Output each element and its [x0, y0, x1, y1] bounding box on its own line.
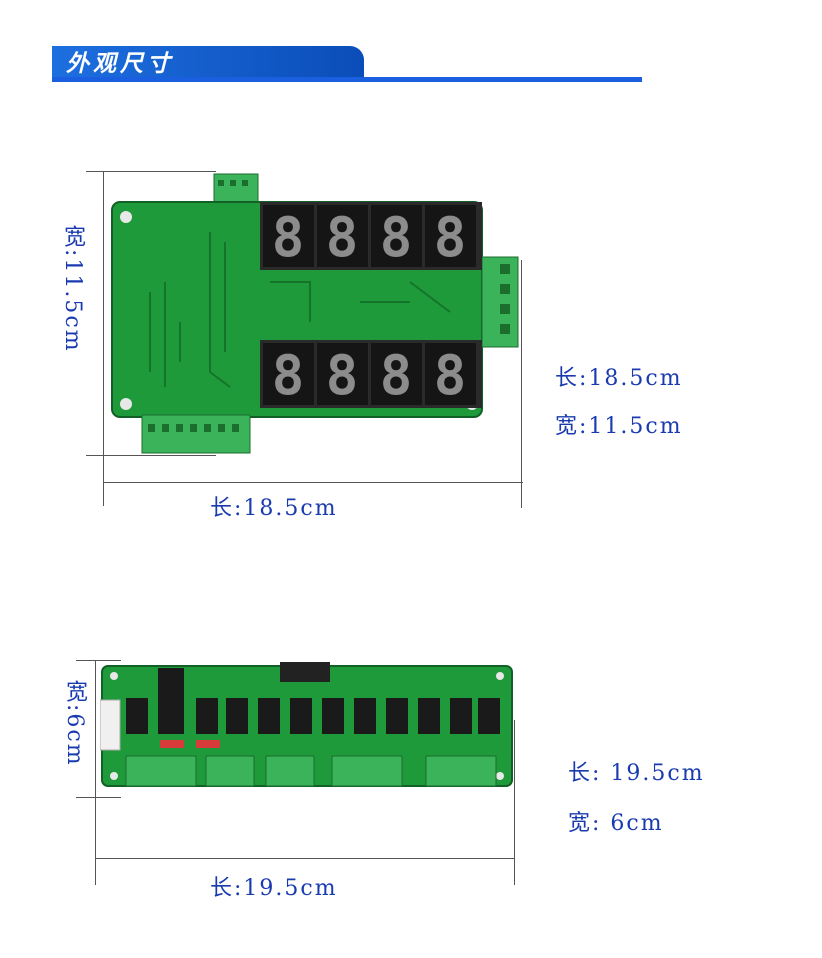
digit-bottom-3: 8 [380, 344, 413, 407]
board1-top-guide [86, 171, 216, 172]
board2-height-line [95, 660, 96, 885]
board2-length-line [95, 858, 515, 859]
digit-bottom-4: 8 [434, 344, 467, 407]
board2-side-length: 长: 19.5cm [568, 761, 705, 786]
board1-bottom-guide [86, 455, 216, 456]
board1-side-width: 宽:11.5cm [555, 414, 683, 439]
board2-top-guide [76, 660, 121, 661]
board2-side-width: 宽: 6cm [568, 811, 664, 836]
board1-right-guide [521, 260, 522, 508]
digit-top-3: 8 [380, 206, 413, 269]
header-tab [52, 46, 364, 82]
digit-bottom-2: 8 [326, 344, 359, 407]
digit-top-1: 8 [272, 206, 305, 269]
board1-side-length: 长:18.5cm [555, 366, 683, 391]
board2-bottom-guide [76, 797, 121, 798]
board1-height-line [103, 171, 104, 506]
digit-bottom-1: 8 [272, 344, 305, 407]
header-underline [52, 77, 642, 82]
board2-length-label: 长:19.5cm [210, 876, 338, 901]
digits-bottom [260, 340, 482, 408]
page-title: 外观尺寸 [66, 51, 174, 77]
board2-pcb-image [100, 662, 513, 787]
board2-right-guide [514, 720, 515, 885]
board2-height-label: 宽:6cm [62, 680, 87, 767]
digit-top-2: 8 [326, 206, 359, 269]
board1-height-label: 宽:11.5cm [60, 225, 85, 353]
digit-top-4: 8 [434, 206, 467, 269]
board1-pcb-image: 8 8 8 8 8 8 8 8 [111, 173, 519, 454]
board1-length-label: 长:18.5cm [210, 496, 338, 521]
board1-length-line [103, 482, 523, 483]
digits-top [260, 202, 482, 270]
